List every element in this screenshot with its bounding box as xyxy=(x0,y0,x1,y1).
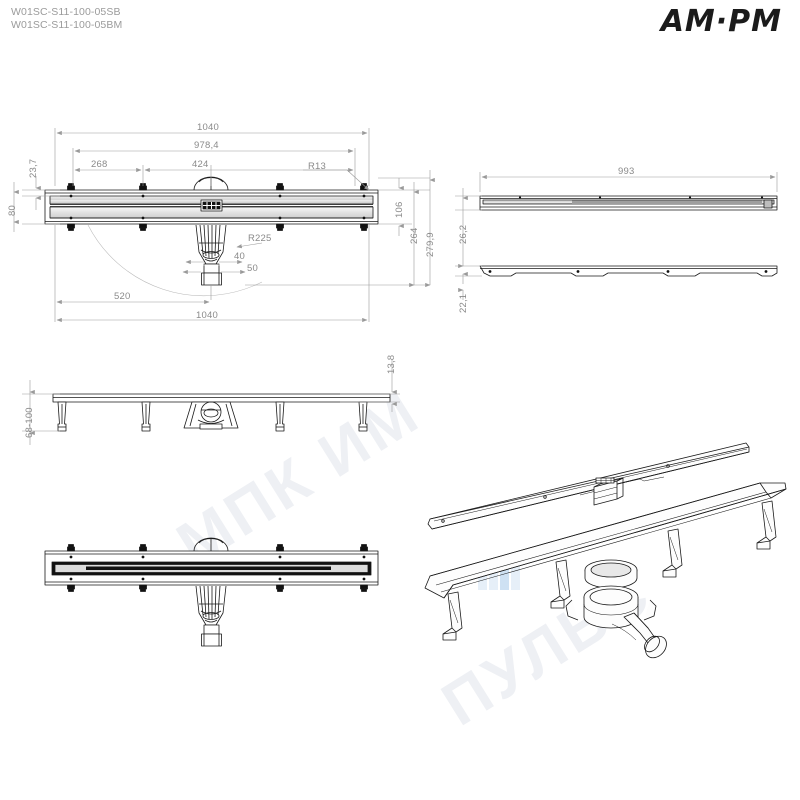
watermark-logo-icon xyxy=(478,556,520,590)
dim-106: 106 xyxy=(394,201,405,218)
iso-siphon-body xyxy=(565,585,667,659)
dim-424: 424 xyxy=(192,159,209,170)
dim-993: 993 xyxy=(618,166,635,177)
view-front-elevation xyxy=(44,176,379,296)
dim-264: 264 xyxy=(409,227,420,244)
dim-r13: R13 xyxy=(308,161,327,172)
iso-channel-body xyxy=(424,482,787,641)
iso-leg xyxy=(442,591,463,641)
dim-40: 40 xyxy=(234,251,245,262)
brand-logo: AM·PM xyxy=(660,4,782,39)
dim-26-2: 26,2 xyxy=(458,224,469,244)
dim-r225: R225 xyxy=(248,233,272,244)
view-side-elevation xyxy=(52,393,391,432)
dim-68-100: 68-100 xyxy=(24,407,35,438)
view-plan xyxy=(44,537,379,647)
dim-23-7: 23,7 xyxy=(28,158,39,178)
dim-50: 50 xyxy=(247,263,258,274)
dim-268: 268 xyxy=(91,159,108,170)
dim-978-4: 978,4 xyxy=(194,140,219,151)
dim-80: 80 xyxy=(7,205,18,216)
dim-22-1: 22,1 xyxy=(458,293,469,313)
dim-1040-top: 1040 xyxy=(197,122,219,133)
dim-279-9: 279,9 xyxy=(425,232,436,257)
dim-520: 520 xyxy=(114,291,131,302)
iso-siphon-cap xyxy=(584,559,638,589)
iso-leg xyxy=(756,500,777,550)
iso-leg xyxy=(662,528,683,578)
iso-leg xyxy=(550,559,571,609)
dim-13-8: 13,8 xyxy=(386,354,397,374)
product-codes: W01SC-S11-100-05SB W01SC-S11-100-05BM xyxy=(11,6,123,31)
view-grate-plan xyxy=(479,195,778,277)
dim-1040-bottom: 1040 xyxy=(196,310,218,321)
iso-clamp-bracket xyxy=(593,477,624,506)
view-isometric-assembly xyxy=(424,442,787,659)
iso-grate-cover xyxy=(427,442,750,530)
